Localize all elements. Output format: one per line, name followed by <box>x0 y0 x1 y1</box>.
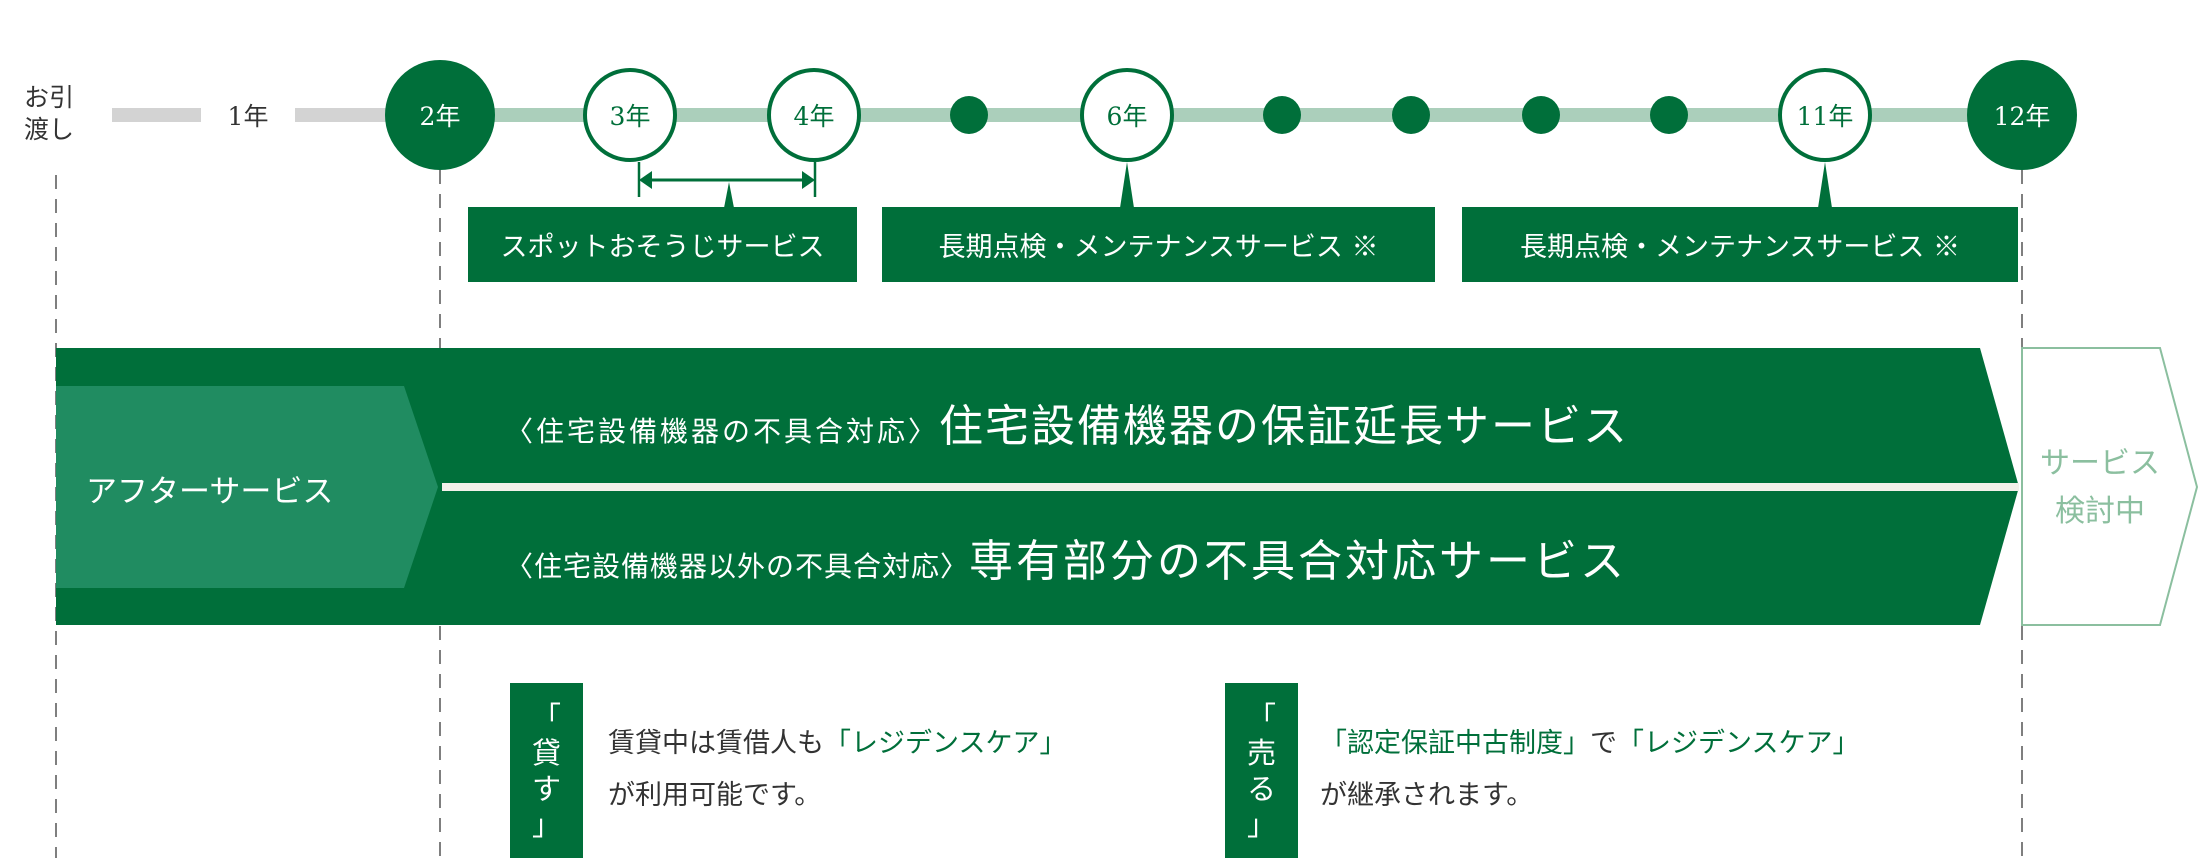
year6-label: 6年 <box>1106 102 1148 131</box>
sell-line2: が継承されます。 <box>1320 780 1534 811</box>
bracket-close: 」 <box>1246 807 1276 842</box>
row2-prefix: 〈住宅設備機器以外の不具合対応〉 <box>505 550 970 583</box>
future-line1: サービス <box>2040 446 2160 481</box>
node-year3 <box>583 68 677 162</box>
row1-prefix: 〈住宅設備機器の不具合対応〉 <box>505 415 940 448</box>
lend-char1: 貸 <box>531 735 561 770</box>
node-year4 <box>767 68 861 162</box>
lend-line2: が利用可能です。 <box>608 780 822 811</box>
node-year7 <box>1263 96 1301 134</box>
bracket-open: 「 <box>531 699 561 734</box>
lend-note: 賃貸中は賃借人も「レジデンスケア」 が利用可能です。 <box>608 718 1066 822</box>
node-year6 <box>1080 68 1174 162</box>
maintenance-service-year6: 長期点検・メンテナンスサービス ※ <box>882 207 1435 282</box>
row2-title: 専有部分の不具合対応サービス <box>969 536 1628 587</box>
sell-note: 「認定保証中古制度」で「レジデンスケア」 が継承されます。 <box>1320 718 1859 822</box>
year3-label: 3年 <box>609 102 651 131</box>
lend-char2: す <box>531 771 561 806</box>
node-year5 <box>950 96 988 134</box>
year2-label: 2年 <box>419 102 461 131</box>
node-year9 <box>1522 96 1560 134</box>
gray-line-1 <box>112 108 201 122</box>
handover-line2: 渡し <box>24 115 75 144</box>
range-arrow-icon <box>637 162 817 208</box>
spot-cleaning-service: スポットおそうじサービス <box>468 207 857 282</box>
row1-title: 住宅設備機器の保証延長サービス <box>939 401 1630 452</box>
year1-label: 1年 <box>227 102 269 131</box>
sell-line1b: 「レジデンスケア」 <box>1617 728 1860 759</box>
year12-label: 12年 <box>1993 102 2051 131</box>
handover-line1: お引 <box>24 83 75 112</box>
pointer-year11 <box>1818 162 1832 208</box>
bracket-close: 」 <box>531 807 561 842</box>
lend-label: 「 貸 す 」 <box>510 683 583 858</box>
year4-label: 4年 <box>793 102 835 131</box>
node-year2 <box>385 60 495 170</box>
sell-char1: 売 <box>1246 735 1276 770</box>
future-line2: 検討中 <box>2055 494 2145 529</box>
node-year11 <box>1778 68 1872 162</box>
bracket-open: 「 <box>1246 699 1276 734</box>
sell-char2: る <box>1246 771 1276 806</box>
node-year12 <box>1967 60 2077 170</box>
after-service-tab-label: アフターサービス <box>86 474 334 510</box>
lend-line1b: 「レジデンスケア」 <box>824 728 1067 759</box>
maintenance-service-year11: 長期点検・メンテナンスサービス ※ <box>1462 207 2018 282</box>
sell-label: 「 売 る 」 <box>1225 683 1298 858</box>
handover-label: お引 渡し <box>24 82 74 146</box>
lend-line1a: 賃貸中は賃借人も <box>608 728 824 759</box>
pointer-year6 <box>1120 162 1134 208</box>
band-divider <box>442 483 2019 491</box>
node-year10 <box>1650 96 1688 134</box>
warranty-extension-row: 〈住宅設備機器の不具合対応〉住宅設備機器の保証延長サービス <box>505 390 1629 454</box>
after-service-tab <box>56 386 438 588</box>
year11-label: 11年 <box>1796 102 1854 131</box>
sell-line1a: 「認定保証中古制度」 <box>1320 728 1590 759</box>
future-service-label: サービス 検討中 <box>2025 440 2175 536</box>
sell-line1-mid: で <box>1590 728 1617 759</box>
private-area-row: 〈住宅設備機器以外の不具合対応〉専有部分の不具合対応サービス <box>505 525 1627 589</box>
future-service-arrow <box>2021 347 2199 626</box>
node-year8 <box>1392 96 1430 134</box>
